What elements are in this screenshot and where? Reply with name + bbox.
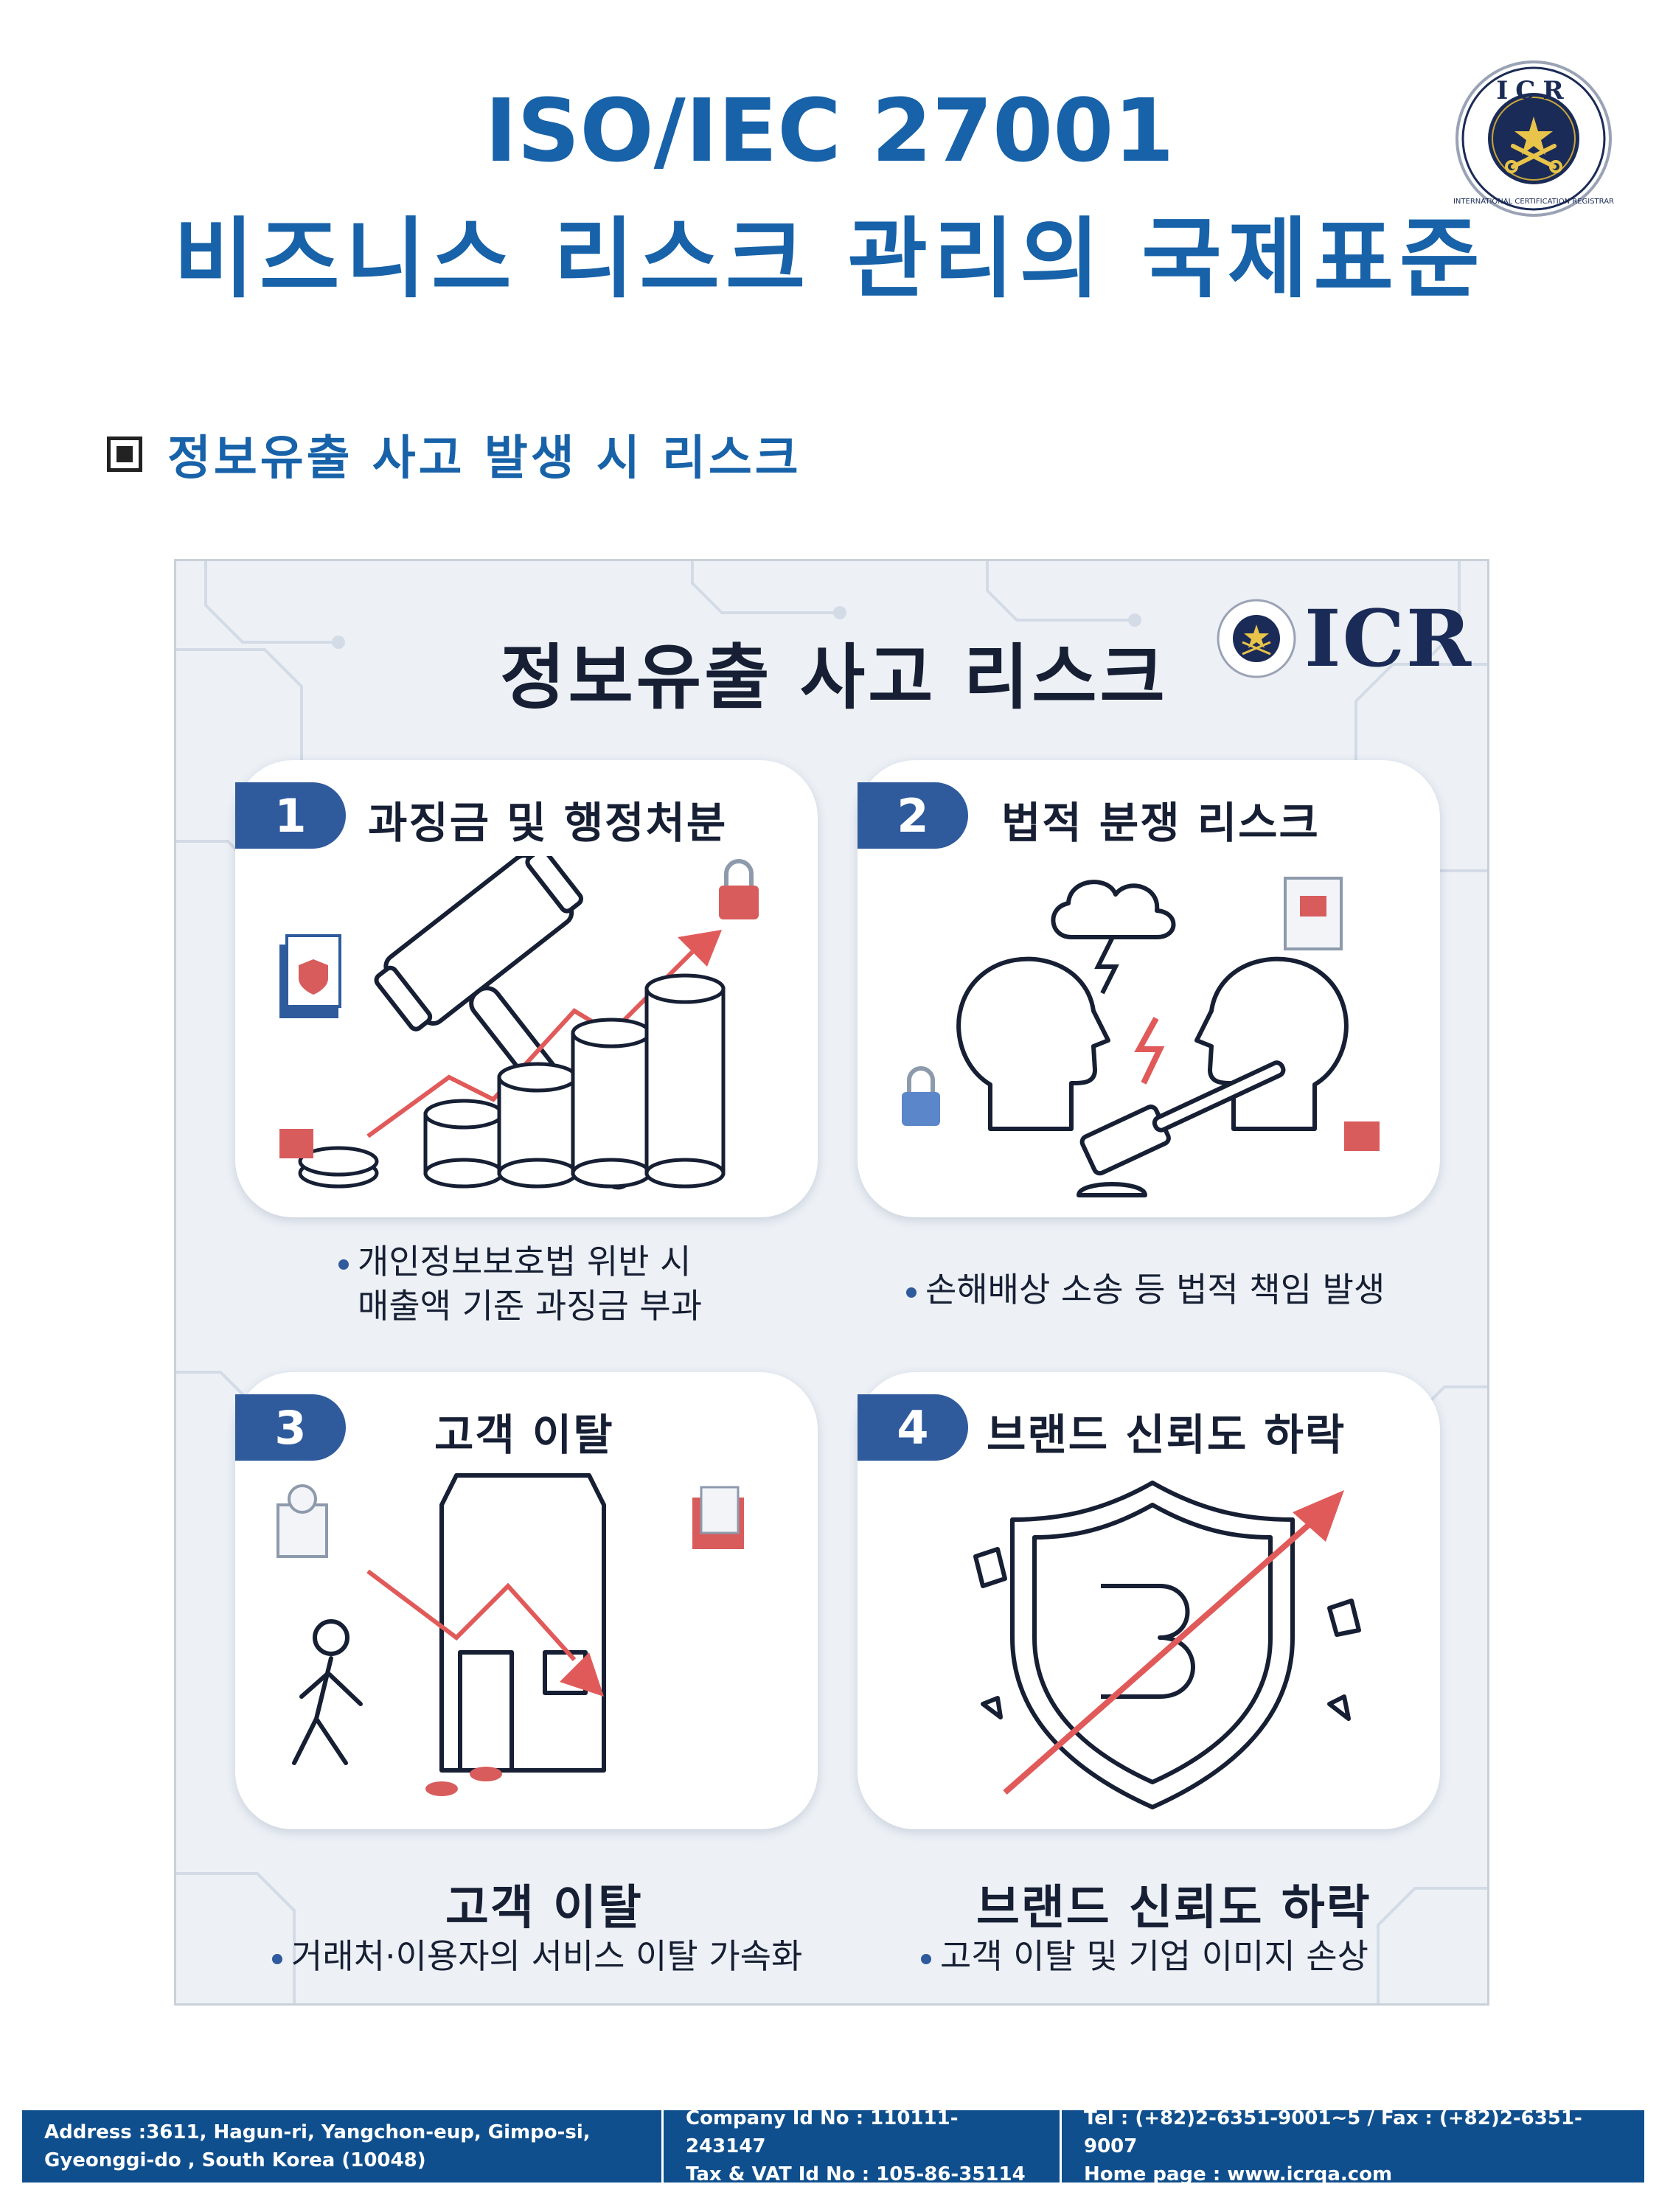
risk-card-brand-trust: 4 브랜드 신뢰도 하락 xyxy=(858,1372,1440,1829)
customer-leaving-illustration xyxy=(276,1473,744,1796)
infographic-logo-text: ICR xyxy=(1304,592,1473,684)
document-footer: Address :3611, Hagun-ri, Yangchon-eup, G… xyxy=(22,2107,1644,2185)
footer-address-line: Gyeonggi-do , South Korea (10048) xyxy=(44,2149,426,2171)
infographic-logo: ICR xyxy=(1216,592,1472,684)
card-caption: 손해배상 소송 등 법적 책임 발생 xyxy=(906,1267,1385,1312)
card-title: 법적 분쟁 리스크 xyxy=(1001,798,1320,848)
square-bullet-icon xyxy=(107,437,142,472)
caption-line: 고객 이탈 및 기업 이미지 손상 xyxy=(940,1936,1368,1976)
risk-card-legal-dispute: 2 법적 분쟁 리스크 xyxy=(858,760,1440,1217)
bullet-dot-icon xyxy=(906,1287,917,1298)
bullet-dot-icon xyxy=(272,1953,282,1964)
caption-line: 개인정보보호법 위반 시 xyxy=(358,1242,692,1281)
footer-contact: Tel : (+82)2-6351-9001~5 / Fax : (+82)2-… xyxy=(1062,2107,1644,2185)
risk-card-customer-churn: 3 고객 이탈 xyxy=(235,1372,818,1829)
card-number-badge: 1 xyxy=(235,782,346,849)
card-caption: 개인정보보호법 위반 시 매출액 기준 과징금 부과 xyxy=(338,1239,702,1328)
footer-tax-id: Tax & VAT Id No : 105-86-35114 xyxy=(686,2163,1026,2185)
card-caption-heading: 고객 이탈 xyxy=(445,1881,643,1935)
card-caption-heading: 브랜드 신뢰도 하락 xyxy=(976,1881,1371,1935)
risk-infographic: 정보유출 사고 리스크 ICR 1 과징금 및 행정처분 xyxy=(174,559,1489,2006)
icr-emblem-icon xyxy=(1217,599,1296,678)
icr-seal-logo: ICR INTERNATIONAL CERTIFICATION REGISTRA… xyxy=(1453,60,1614,217)
dispute-heads-illustration xyxy=(902,877,1380,1197)
footer-homepage-link[interactable]: Home page : www.icrqa.com xyxy=(1084,2163,1393,2185)
risk-card-fines: 1 과징금 및 행정처분 xyxy=(235,760,818,1217)
card-title: 과징금 및 행정처분 xyxy=(368,798,728,848)
infographic-title: 정보유출 사고 리스크 xyxy=(500,636,1168,719)
card-caption: 고객 이탈 및 기업 이미지 손상 xyxy=(921,1934,1368,1978)
bullet-dot-icon xyxy=(338,1259,349,1270)
footer-company-id: Company Id No : 110111-243147 xyxy=(686,2107,959,2157)
card-number-badge: 4 xyxy=(858,1394,968,1461)
document-title-line1: ISO/IEC 27001 xyxy=(484,80,1175,181)
caption-line: 손해배상 소송 등 법적 책임 발생 xyxy=(925,1270,1385,1310)
section-heading-text: 정보유출 사고 발생 시 리스크 xyxy=(167,431,801,486)
footer-address-line: Address :3611, Hagun-ri, Yangchon-eup, G… xyxy=(44,2121,591,2143)
document-title-line2: 비즈니스 리스크 관리의 국제표준 xyxy=(173,208,1486,310)
card-number-badge: 3 xyxy=(235,1394,346,1461)
footer-tel-fax: Tel : (+82)2-6351-9001~5 / Fax : (+82)2-… xyxy=(1084,2107,1582,2157)
card-caption: 거래처·이용자의 서비스 이탈 가속화 xyxy=(272,1934,802,1978)
broken-shield-illustration xyxy=(973,1481,1361,1809)
footer-company-ids: Company Id No : 110111-243147 Tax & VAT … xyxy=(664,2107,1062,2185)
footer-address: Address :3611, Hagun-ri, Yangchon-eup, G… xyxy=(22,2110,664,2183)
caption-line: 매출액 기준 과징금 부과 xyxy=(358,1286,703,1326)
gavel-and-coins-illustration xyxy=(279,856,759,1190)
svg-text:ICR: ICR xyxy=(1496,76,1571,105)
card-number-badge: 2 xyxy=(858,782,968,849)
seal-caption: INTERNATIONAL CERTIFICATION REGISTRAR xyxy=(1453,198,1614,206)
caption-line: 거래처·이용자의 서비스 이탈 가속화 xyxy=(291,1936,803,1976)
bullet-dot-icon xyxy=(921,1953,931,1964)
card-title: 고객 이탈 xyxy=(434,1410,614,1460)
card-title: 브랜드 신뢰도 하락 xyxy=(987,1410,1346,1460)
section-heading: 정보유출 사고 발생 시 리스크 xyxy=(107,420,801,488)
